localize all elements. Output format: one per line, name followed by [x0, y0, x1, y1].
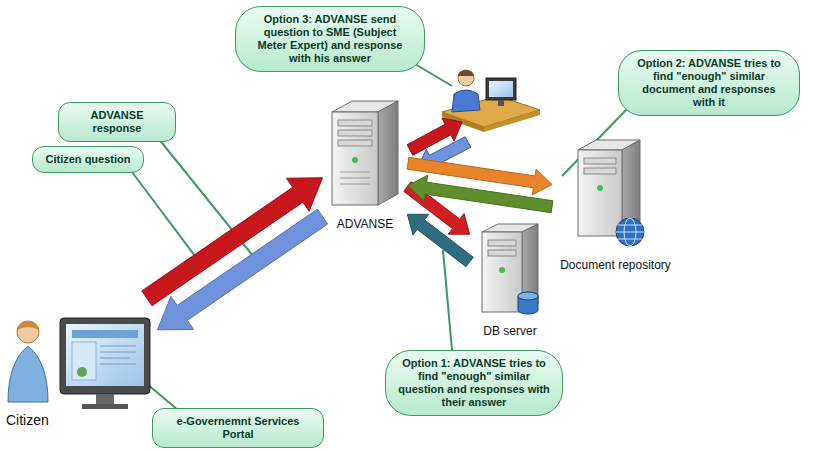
monitor-icon — [96, 394, 114, 404]
server-icon — [584, 168, 616, 174]
flow-arrow — [408, 175, 553, 212]
option-callout: Option 1: ADVANSE tries to find "enough"… — [385, 350, 563, 416]
callout-text: Option 1: ADVANSE tries to find "enough"… — [398, 357, 550, 409]
monitor-icon — [60, 318, 150, 394]
server-icon — [338, 130, 372, 136]
server-icon — [338, 140, 372, 146]
monitor-icon — [100, 352, 136, 353]
monitor-icon — [100, 364, 136, 365]
device-label: DB server — [481, 324, 538, 338]
expert-workstation — [484, 110, 540, 132]
server-icon — [578, 140, 644, 246]
server-icon — [616, 218, 644, 246]
server-icon — [340, 172, 370, 173]
monitor-icon — [100, 346, 136, 347]
server-icon — [340, 178, 370, 179]
server-icon — [518, 292, 538, 300]
monitor-icon — [72, 342, 96, 380]
server-node: Document repository — [555, 138, 676, 272]
server-icon — [332, 112, 378, 205]
citizen-figure — [17, 321, 39, 343]
expert-workstation — [489, 81, 513, 97]
server-icon — [340, 184, 370, 185]
callout-text: e-Governemnt Services Portal — [165, 415, 311, 441]
server-icon — [488, 250, 516, 256]
monitor-icon — [72, 330, 138, 338]
server-icon — [618, 225, 642, 226]
server-icon — [378, 101, 398, 205]
monitor-icon — [82, 404, 128, 409]
citizen-figure — [17, 321, 39, 330]
monitor-icon — [60, 318, 150, 409]
server-icon — [578, 150, 622, 236]
citizen-figure — [8, 321, 48, 402]
monitor-icon — [66, 324, 144, 386]
callout-text: Option 2: ADVANSE tries to find "enough"… — [631, 57, 787, 109]
server-icon — [499, 267, 505, 273]
server-icon — [584, 158, 616, 164]
server-icon — [338, 120, 372, 126]
leader-line — [132, 172, 198, 260]
server-icon — [616, 232, 644, 233]
citizen-node: Citizen — [4, 300, 155, 428]
citizen-figure — [8, 346, 48, 402]
option-callout: Option 2: ADVANSE tries to find "enough"… — [618, 50, 800, 116]
server-icon — [597, 185, 603, 191]
expert-workstation — [458, 70, 474, 86]
server-icon — [332, 101, 398, 205]
flow-arrow — [407, 214, 473, 266]
server-node: ADVANSE — [325, 105, 405, 231]
callout-text: ADVANSE response — [71, 109, 163, 135]
callout-text: Option 3: ADVANSE send question to SME (… — [248, 13, 412, 65]
monitor-icon — [100, 358, 130, 359]
option-callout: Option 3: ADVANSE send question to SME (… — [235, 6, 425, 72]
server-node: DB server — [472, 220, 548, 338]
server-icon — [482, 232, 522, 312]
callout-text: Citizen question — [45, 153, 131, 166]
monitor-icon — [77, 367, 87, 377]
device-label: ADVANSE — [335, 217, 395, 231]
server-icon — [482, 224, 538, 314]
expert-workstation — [458, 70, 474, 76]
callout-label: ADVANSE response — [58, 102, 176, 142]
flow-arrow — [157, 209, 327, 330]
leader-line — [443, 250, 452, 350]
server-icon — [352, 157, 358, 163]
device-label: Citizen — [4, 412, 51, 428]
expert-workstation — [486, 78, 516, 100]
device-label: Document repository — [558, 258, 673, 272]
server-icon — [618, 239, 642, 240]
expert-workstation — [452, 90, 480, 112]
server-icon — [488, 240, 516, 246]
callout-label: e-Governemnt Services Portal — [152, 408, 324, 448]
expert-workstation — [498, 100, 504, 106]
callout-label: Citizen question — [32, 146, 144, 173]
